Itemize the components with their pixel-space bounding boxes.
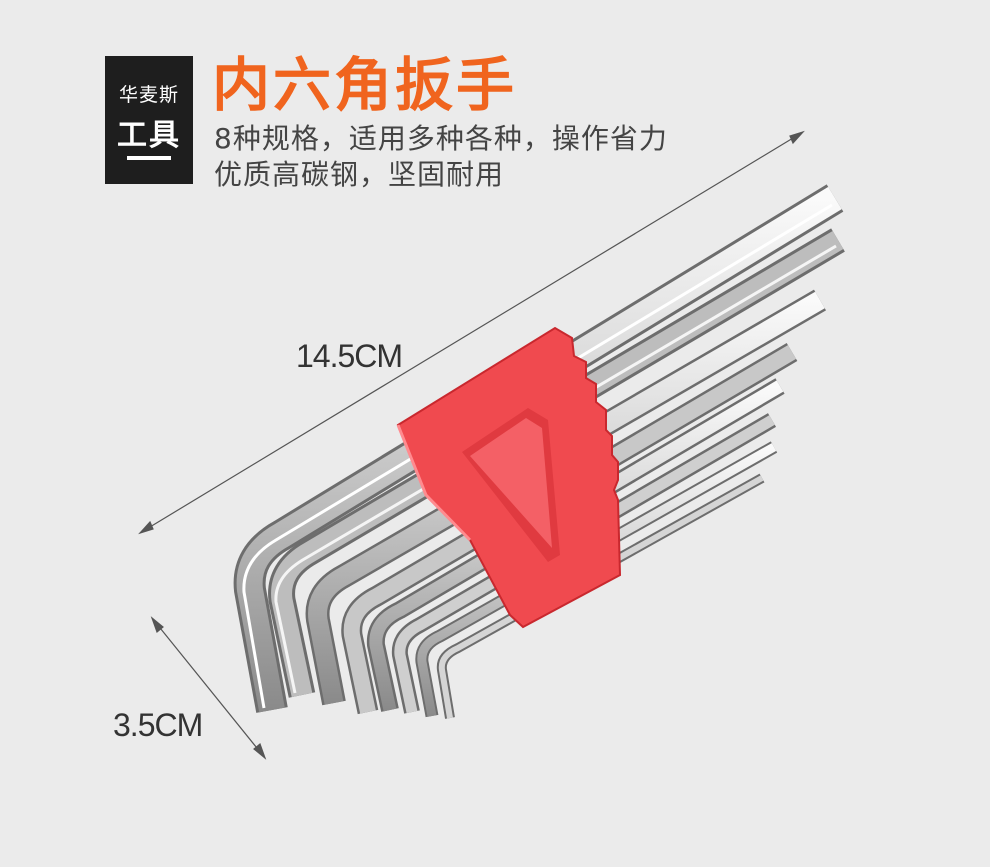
brand-name: 华麦斯 <box>118 84 179 106</box>
hex-key-2 <box>268 228 845 698</box>
hex-key-7 <box>415 441 778 718</box>
hex-key-4 <box>341 342 798 715</box>
badge-underline <box>127 156 171 160</box>
key-holder <box>396 326 622 629</box>
brand-word: 工具 <box>117 118 181 153</box>
hex-key-3 <box>305 289 827 706</box>
brand-badge: 华麦斯 工具 <box>105 56 193 184</box>
hex-key-8 <box>436 473 765 719</box>
hex-keys <box>233 184 845 719</box>
width-label: 3.5CM <box>113 707 203 743</box>
subtitle-material: 优质高碳钢，坚固耐用 <box>214 158 505 191</box>
hex-key-5 <box>366 378 785 712</box>
hex-key-6 <box>391 413 777 714</box>
length-dimension-line <box>138 130 805 535</box>
length-label: 14.5CM <box>296 338 403 374</box>
hex-key-1 <box>233 184 844 713</box>
width-dimension-line <box>150 616 267 760</box>
page-title: 内六角扳手 <box>212 51 518 119</box>
subtitle-features: 8种规格，适用多种各种，操作省力 <box>214 122 668 155</box>
